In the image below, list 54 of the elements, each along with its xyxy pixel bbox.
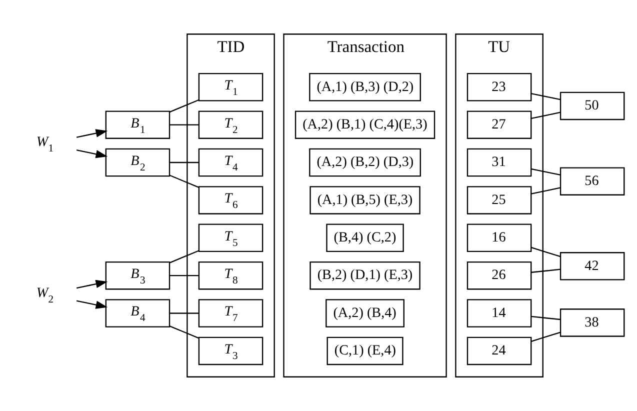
node-box: (B,4) (C,2) (326, 224, 404, 252)
node-box: 38 (560, 308, 625, 337)
arrow (76, 300, 108, 309)
connector (531, 268, 561, 273)
node-box: 42 (560, 252, 625, 280)
node-box: T$_{5}$ (198, 224, 264, 252)
node-box: (A,2) (B,2) (D,3) (309, 148, 421, 177)
node-text: W$_{1}$ (36, 134, 54, 155)
connector (531, 316, 561, 320)
connector (531, 332, 561, 342)
connector (169, 174, 200, 188)
node-box: T$_{6}$ (198, 186, 264, 214)
connector (531, 92, 561, 100)
connector (169, 325, 200, 339)
node-box: (A,2) (B,4) (326, 299, 404, 328)
node-box: (A,2) (B,1) (C,4)(E,3) (294, 110, 436, 139)
node-box: (A,1) (B,3) (D,2) (309, 73, 421, 102)
node-box: B$_{4}$ (105, 299, 170, 328)
arrow (76, 149, 108, 158)
connector (170, 162, 199, 164)
node-box: 31 (466, 148, 532, 177)
node-box: B$_{2}$ (105, 148, 170, 177)
node-box: 24 (466, 336, 532, 366)
node-box: 27 (466, 110, 532, 139)
connector (170, 312, 199, 314)
node-box: T$_{1}$ (198, 73, 264, 102)
arrow (76, 280, 108, 289)
node-box: T$_{2}$ (198, 110, 264, 139)
node-box: T$_{4}$ (198, 148, 264, 177)
connector (169, 99, 200, 113)
connector (531, 112, 561, 120)
arrow (76, 129, 108, 138)
node-box: B$_{3}$ (105, 261, 170, 290)
node-box: T$_{3}$ (198, 336, 264, 366)
node-text: W$_{2}$ (36, 284, 54, 306)
node-box: 26 (466, 261, 532, 290)
node-box: T$_{8}$ (198, 261, 264, 290)
node-box: 14 (466, 299, 532, 328)
node-box: (B,2) (D,1) (E,3) (310, 261, 420, 290)
connector (169, 250, 200, 264)
node-box: (A,1) (B,5) (E,3) (310, 186, 420, 214)
node-box: 25 (466, 186, 532, 214)
connector (531, 246, 561, 258)
node-box: 50 (560, 92, 625, 120)
connector (170, 124, 199, 126)
node-box: 16 (466, 224, 532, 252)
node-box: 23 (466, 73, 532, 102)
node-box: 56 (560, 167, 625, 196)
node-box: B$_{1}$ (105, 110, 170, 139)
connector (531, 168, 561, 176)
connector (531, 187, 561, 194)
node-box: (C,1) (E,4) (326, 336, 404, 366)
connector (170, 275, 199, 276)
node-box: T$_{7}$ (198, 299, 264, 328)
